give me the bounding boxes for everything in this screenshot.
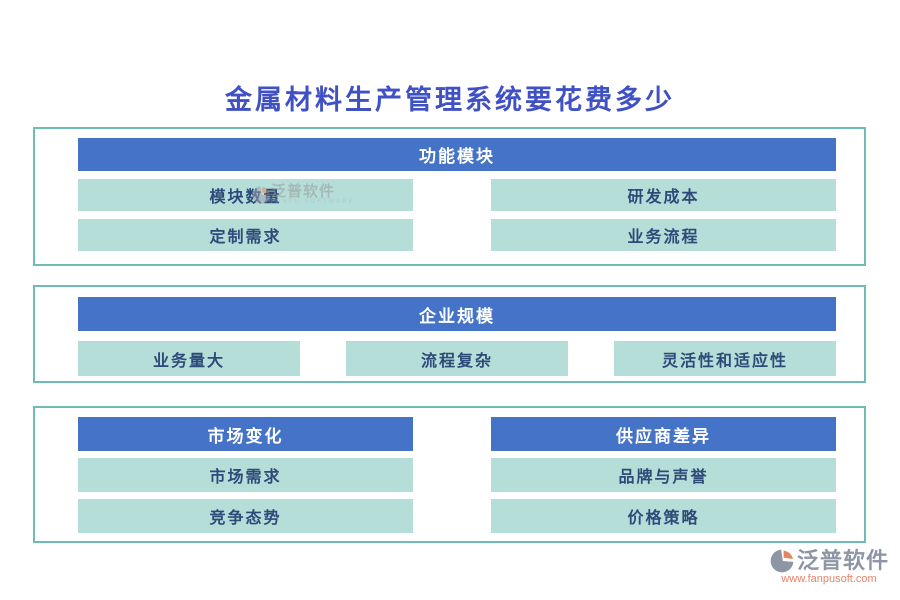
topic-item: 灵活性和适应性 <box>614 341 836 376</box>
topic-item: 竞争态势 <box>78 499 413 533</box>
fanpu-logo: 泛普软件 www.fanpusoft.com <box>764 548 894 585</box>
section-market-supplier: 市场变化 市场需求 竞争态势 供应商差异 品牌与声誉 价格策略 <box>33 406 866 543</box>
topic-item: 品牌与声誉 <box>491 458 836 492</box>
section-columns: 市场变化 市场需求 竞争态势 供应商差异 品牌与声誉 价格策略 <box>78 417 836 533</box>
topic-item: 模块数量 <box>78 179 413 211</box>
section-items: 业务量大 流程复杂 灵活性和适应性 <box>78 341 836 376</box>
fanpu-logo-name: 泛普软件 <box>796 548 889 573</box>
topic-item: 业务量大 <box>78 341 300 376</box>
fanpu-logo-icon <box>770 549 794 573</box>
page-title: 金属材料生产管理系统要花费多少 <box>225 85 675 115</box>
section-header: 企业规模 <box>78 297 836 331</box>
topic-item: 定制需求 <box>78 219 413 251</box>
section-header: 供应商差异 <box>491 417 836 451</box>
fanpu-logo-row: 泛普软件 <box>764 548 894 574</box>
topic-item: 价格策略 <box>491 499 836 533</box>
section-items: 模块数量 研发成本 定制需求 业务流程 <box>78 179 836 251</box>
section-header: 功能模块 <box>78 138 836 171</box>
section-header: 市场变化 <box>78 417 413 451</box>
column-market-change: 市场变化 市场需求 竞争态势 <box>78 417 413 533</box>
topic-item: 业务流程 <box>491 219 836 251</box>
column-supplier-difference: 供应商差异 品牌与声誉 价格策略 <box>491 417 836 533</box>
topic-item: 流程复杂 <box>346 341 568 376</box>
topic-item: 市场需求 <box>78 458 413 492</box>
topic-item: 研发成本 <box>491 179 836 211</box>
section-enterprise-scale: 企业规模 业务量大 流程复杂 灵活性和适应性 <box>33 285 866 383</box>
section-function-modules: 功能模块 模块数量 研发成本 定制需求 业务流程 <box>33 127 866 266</box>
fanpu-logo-url: www.fanpusoft.com <box>781 573 877 585</box>
